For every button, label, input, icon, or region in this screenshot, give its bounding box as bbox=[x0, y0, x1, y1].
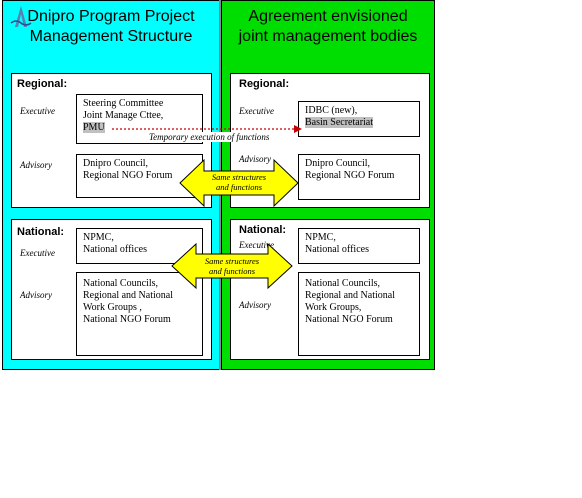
right-regional-advisory-label: Advisory bbox=[239, 154, 271, 164]
right-national-label: National: bbox=[239, 224, 287, 236]
right-national-advisory-label: Advisory bbox=[239, 300, 271, 310]
right-regional-executive-box: IDBC (new), Basin Secretariat bbox=[298, 101, 420, 137]
left-reg-exec-item-1: Steering Committee bbox=[83, 98, 164, 109]
right-regional-label: Regional: bbox=[239, 78, 290, 90]
right-nat-adv-item-1: National Councils, bbox=[305, 278, 380, 289]
logo-icon bbox=[10, 6, 32, 27]
right-reg-exec-item-2: Basin Secretariat bbox=[305, 117, 374, 128]
same-regional-line2: and functions bbox=[215, 182, 263, 192]
left-national-executive-box: NPMC, National offices bbox=[76, 228, 203, 264]
left-regional-executive-box: Steering Committee Joint Manage Cttee, P… bbox=[76, 94, 203, 144]
left-national-label: National: bbox=[17, 226, 65, 238]
right-reg-adv-item-2: Regional NGO Forum bbox=[305, 170, 395, 181]
left-reg-exec-item-3: PMU bbox=[83, 122, 105, 133]
left-regional-executive-label: Executive bbox=[20, 106, 55, 116]
right-reg-exec-item-1: IDBC (new), bbox=[305, 105, 358, 116]
right-nat-exec-item-2: National offices bbox=[305, 244, 369, 255]
left-title-line2: Management Structure bbox=[29, 28, 193, 45]
right-regional-executive-label: Executive bbox=[239, 106, 274, 116]
left-nat-exec-item-2: National offices bbox=[83, 244, 147, 255]
right-title-line2: joint management bodies bbox=[238, 28, 418, 45]
left-reg-adv-item-1: Dnipro Council, bbox=[83, 158, 148, 169]
left-reg-exec-item-2: Joint Manage Cttee, bbox=[83, 110, 164, 121]
same-national-line1: Same structures bbox=[204, 256, 260, 266]
left-panel-title: Dnipro Program Project Management Struct… bbox=[3, 7, 219, 47]
right-national-advisory-box: National Councils, Regional and National… bbox=[298, 272, 420, 356]
right-nat-adv-item-2: Regional and National bbox=[305, 290, 395, 301]
left-nat-adv-item-4: National NGO Forum bbox=[83, 314, 171, 325]
right-nat-exec-item-1: NPMC, bbox=[305, 232, 336, 243]
right-panel-title: Agreement envisioned joint management bo… bbox=[222, 7, 434, 47]
right-national-executive-label: Executive bbox=[239, 240, 274, 250]
right-panel: Agreement envisioned joint management bo… bbox=[221, 0, 435, 370]
left-regional-advisory-box: Dnipro Council, Regional NGO Forum bbox=[76, 154, 203, 198]
same-structures-label-regional: Same structures and functions bbox=[204, 172, 274, 192]
left-national-advisory-box: National Councils, Regional and National… bbox=[76, 272, 203, 356]
left-nat-exec-item-1: NPMC, bbox=[83, 232, 114, 243]
left-regional-label: Regional: bbox=[17, 78, 68, 90]
left-regional-advisory-label: Advisory bbox=[20, 160, 52, 170]
right-reg-adv-item-1: Dnipro Council, bbox=[305, 158, 370, 169]
left-nat-adv-item-2: Regional and National bbox=[83, 290, 173, 301]
right-national-executive-box: NPMC, National offices bbox=[298, 228, 420, 264]
same-national-line2: and functions bbox=[208, 266, 256, 276]
left-reg-adv-item-2: Regional NGO Forum bbox=[83, 170, 173, 181]
temporary-execution-label: Temporary execution of functions bbox=[147, 132, 272, 142]
left-panel: Dnipro Program Project Management Struct… bbox=[2, 0, 220, 370]
right-nat-adv-item-3: Work Groups, bbox=[305, 302, 362, 313]
left-national-advisory-label: Advisory bbox=[20, 290, 52, 300]
left-national-executive-label: Executive bbox=[20, 248, 55, 258]
right-national-section: National: Executive NPMC, National offic… bbox=[230, 219, 430, 360]
left-title-line1: Dnipro Program Project bbox=[27, 8, 195, 25]
right-nat-adv-item-4: National NGO Forum bbox=[305, 314, 393, 325]
same-structures-label-national: Same structures and functions bbox=[196, 256, 268, 276]
left-national-section: National: Executive NPMC, National offic… bbox=[11, 219, 212, 360]
left-nat-adv-item-3: Work Groups , bbox=[83, 302, 142, 313]
right-regional-advisory-box: Dnipro Council, Regional NGO Forum bbox=[298, 154, 420, 200]
same-regional-line1: Same structures bbox=[211, 172, 267, 182]
right-title-line1: Agreement envisioned bbox=[248, 8, 408, 25]
left-nat-adv-item-1: National Councils, bbox=[83, 278, 158, 289]
